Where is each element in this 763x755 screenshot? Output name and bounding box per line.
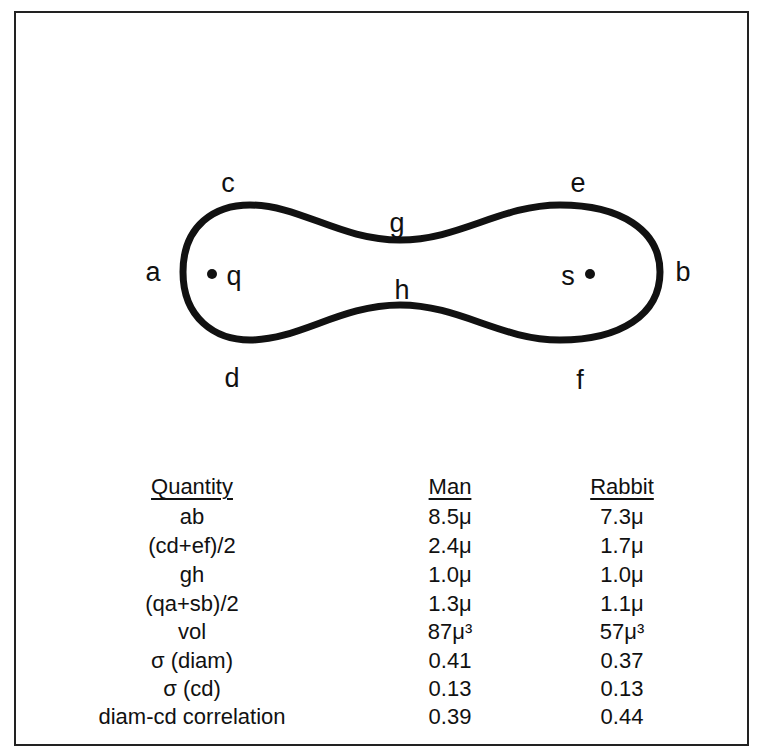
point-letter: e <box>570 170 585 197</box>
table-cell: 1.7μ <box>600 535 643 557</box>
table-cell: gh <box>180 564 204 586</box>
table-cell: 57μ³ <box>600 621 644 643</box>
point-letter: g <box>389 210 404 237</box>
table-cell: 0.41 <box>429 650 472 672</box>
table-cell: 1.1μ <box>600 593 643 615</box>
table-cell: (qa+sb)/2 <box>145 593 239 615</box>
table-cell: σ (cd) <box>163 678 221 700</box>
table-cell: 0.13 <box>429 678 472 700</box>
table-cell: 7.3μ <box>600 506 643 528</box>
table-cell: 87μ³ <box>428 621 472 643</box>
table-cell: 0.37 <box>601 650 644 672</box>
table-cell: vol <box>178 621 206 643</box>
point-letter: c <box>221 170 235 197</box>
point-letter: h <box>394 277 409 304</box>
table-cell: 1.0μ <box>600 564 643 586</box>
frame <box>15 12 748 745</box>
center-dot <box>207 269 217 279</box>
column-header: Rabbit <box>590 476 654 498</box>
table-cell: ab <box>180 506 204 528</box>
point-letter: s <box>561 263 575 290</box>
table-cell: 1.3μ <box>428 593 471 615</box>
point-letter: d <box>224 365 239 392</box>
column-header: Man <box>429 476 472 498</box>
center-dot <box>585 269 595 279</box>
column-header: Quantity <box>151 476 233 498</box>
table-cell: diam-cd correlation <box>98 706 285 728</box>
cell-outline <box>183 205 660 340</box>
table-cell: 1.0μ <box>428 564 471 586</box>
point-letter: b <box>675 259 690 286</box>
table-cell: 0.39 <box>429 706 472 728</box>
table-cell: 0.44 <box>601 706 644 728</box>
table-cell: 2.4μ <box>428 535 471 557</box>
point-letter: a <box>145 259 160 286</box>
table-cell: 0.13 <box>601 678 644 700</box>
table-cell: σ (diam) <box>151 650 233 672</box>
table-cell: (cd+ef)/2 <box>148 535 235 557</box>
point-letter: f <box>576 367 584 394</box>
table-cell: 8.5μ <box>428 506 471 528</box>
point-letter: q <box>226 263 241 290</box>
